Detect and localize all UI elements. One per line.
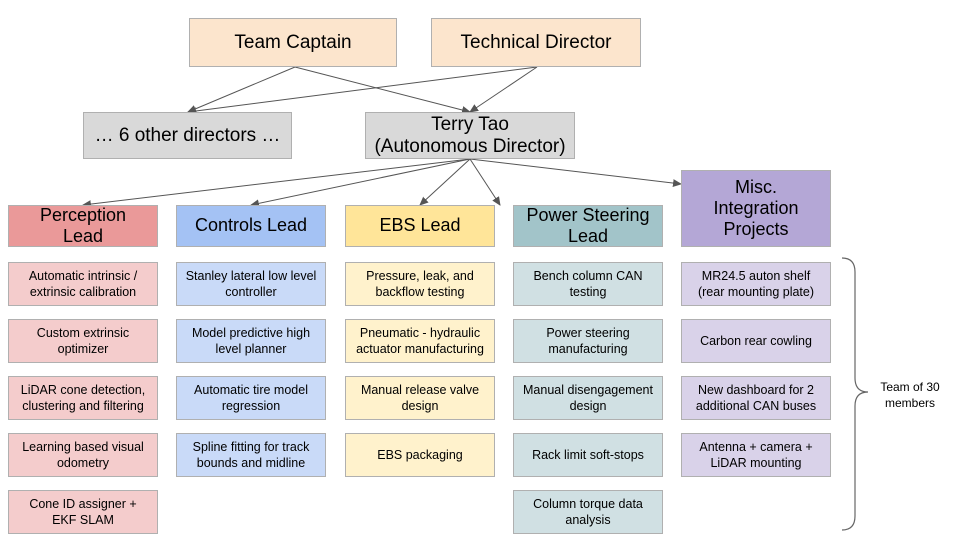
arrow-terry-to-misc-integration-projects bbox=[469, 158, 682, 188]
arrow-technical-to-others bbox=[187, 66, 538, 115]
ebs-lead-task: Pneumatic - hydraulic actuator manufactu… bbox=[345, 319, 495, 363]
misc-integration-projects-task: Antenna + camera + LiDAR mounting bbox=[681, 433, 831, 477]
arrow-terry-to-ebs-lead bbox=[419, 158, 471, 206]
misc-integration-projects-task: New dashboard for 2 additional CAN buses bbox=[681, 376, 831, 420]
ebs-lead-task: EBS packaging bbox=[345, 433, 495, 477]
perception-lead-task: Automatic intrinsic / extrinsic calibrat… bbox=[8, 262, 158, 306]
misc-integration-projects-task: Carbon rear cowling bbox=[681, 319, 831, 363]
arrow-captain-to-others bbox=[187, 66, 296, 113]
perception-lead-box: Perception Lead bbox=[8, 205, 158, 247]
ebs-lead-box: EBS Lead bbox=[345, 205, 495, 247]
ebs-lead-task: Manual release valve design bbox=[345, 376, 495, 420]
perception-lead-task: LiDAR cone detection, clustering and fil… bbox=[8, 376, 158, 420]
controls-lead-task: Model predictive high level planner bbox=[176, 319, 326, 363]
team-captain-box: Team Captain bbox=[189, 18, 397, 67]
controls-lead-box: Controls Lead bbox=[176, 205, 326, 247]
team-brace bbox=[841, 257, 869, 531]
arrow-terry-to-perception-lead bbox=[82, 158, 471, 209]
controls-lead-task: Spline fitting for track bounds and midl… bbox=[176, 433, 326, 477]
ebs-lead-task: Pressure, leak, and backflow testing bbox=[345, 262, 495, 306]
technical-director-box: Technical Director bbox=[431, 18, 641, 67]
power-steering-lead-task: Column torque data analysis bbox=[513, 490, 663, 534]
other-directors-box: … 6 other directors … bbox=[83, 112, 292, 159]
arrow-technical-to-terry bbox=[469, 66, 538, 113]
perception-lead-task: Learning based visual odometry bbox=[8, 433, 158, 477]
arrow-terry-to-power-steering-lead bbox=[469, 158, 501, 206]
perception-lead-task: Custom extrinsic optimizer bbox=[8, 319, 158, 363]
arrow-terry-to-controls-lead bbox=[250, 158, 471, 208]
arrow-captain-to-terry bbox=[294, 66, 471, 114]
controls-lead-task: Automatic tire model regression bbox=[176, 376, 326, 420]
power-steering-lead-task: Manual disengagement design bbox=[513, 376, 663, 420]
power-steering-lead-task: Power steering manufacturing bbox=[513, 319, 663, 363]
power-steering-lead-task: Rack limit soft-stops bbox=[513, 433, 663, 477]
perception-lead-task: Cone ID assigner + EKF SLAM bbox=[8, 490, 158, 534]
team-size-note: Team of 30 members bbox=[880, 380, 940, 410]
misc-integration-projects-box: Misc. Integration Projects bbox=[681, 170, 831, 247]
controls-lead-task: Stanley lateral low level controller bbox=[176, 262, 326, 306]
power-steering-lead-task: Bench column CAN testing bbox=[513, 262, 663, 306]
autonomous-director-box: Terry Tao (Autonomous Director) bbox=[365, 112, 575, 159]
misc-integration-projects-task: MR24.5 auton shelf (rear mounting plate) bbox=[681, 262, 831, 306]
power-steering-lead-box: Power Steering Lead bbox=[513, 205, 663, 247]
